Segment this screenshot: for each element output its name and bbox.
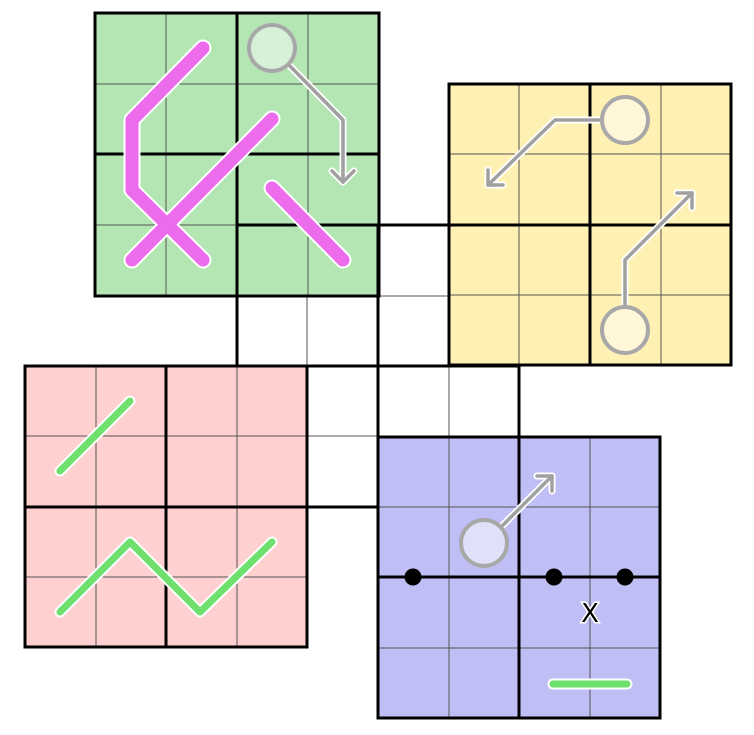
bulb-yellow-top [600, 95, 650, 145]
green-line-1 [56, 397, 134, 475]
arrows [282, 58, 696, 532]
arrow-yellow-top-head [486, 168, 505, 187]
dot-1 [404, 568, 422, 586]
arrow-green-head [330, 169, 356, 184]
bulb-blue [459, 518, 509, 568]
bulb-yellow-bottom [600, 305, 650, 355]
x-marker: X [581, 599, 599, 629]
green-line-2 [56, 538, 276, 616]
dot-2 [545, 568, 563, 586]
green-lines [54, 395, 633, 690]
arrow-yellow-bottom-head [675, 191, 694, 210]
dot-3 [616, 568, 634, 586]
arrow-yellow-bottom-path [623, 191, 694, 307]
arrow-blue-head [535, 474, 554, 493]
magenta-line-3 [265, 181, 350, 267]
arrow-yellow-top-path [486, 118, 605, 187]
magenta-line-2 [125, 112, 279, 267]
arrow-bulbs [247, 23, 650, 568]
arrow-blue-path [498, 474, 554, 530]
dots [404, 568, 634, 586]
arrow-green-path [284, 60, 345, 184]
magenta-lines [123, 39, 352, 269]
bulb-green [247, 23, 297, 73]
thick-borders [23, 11, 733, 720]
